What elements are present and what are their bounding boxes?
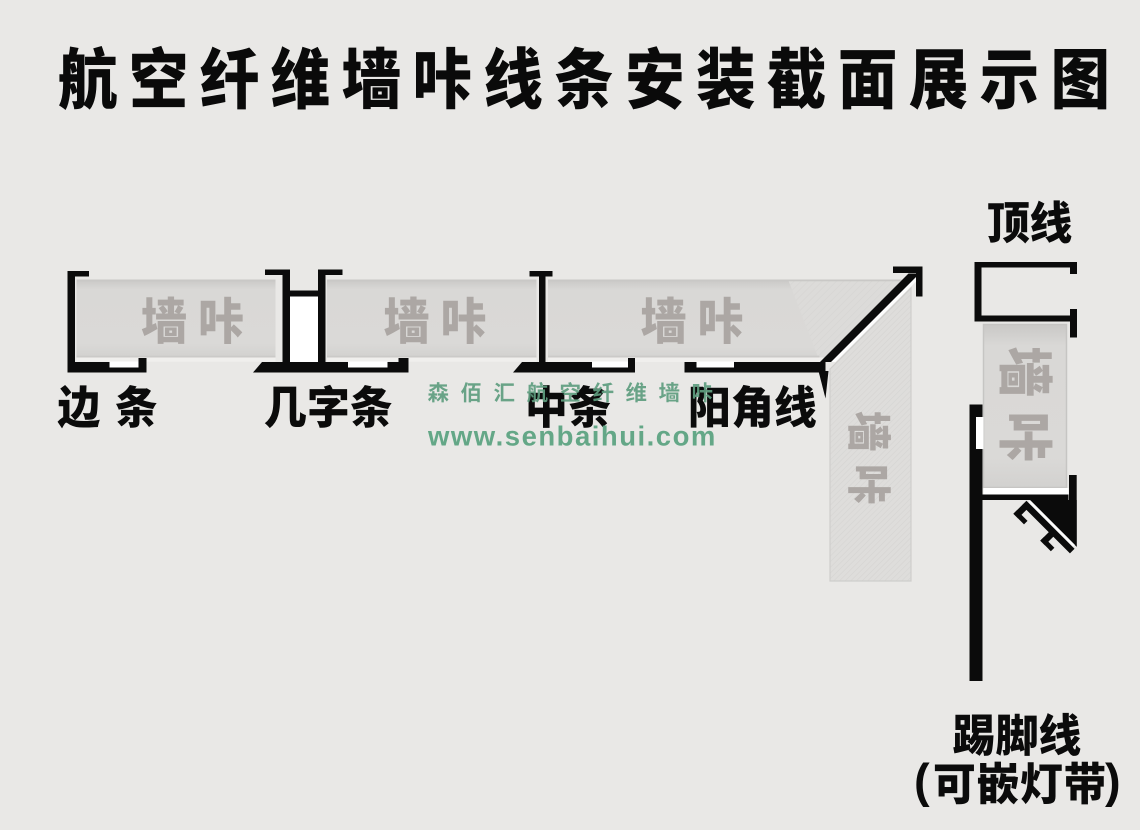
svg-text:): ) xyxy=(1105,754,1121,807)
svg-text:(: ( xyxy=(914,754,930,807)
svg-text:www.senbaihui.com: www.senbaihui.com xyxy=(427,421,717,452)
